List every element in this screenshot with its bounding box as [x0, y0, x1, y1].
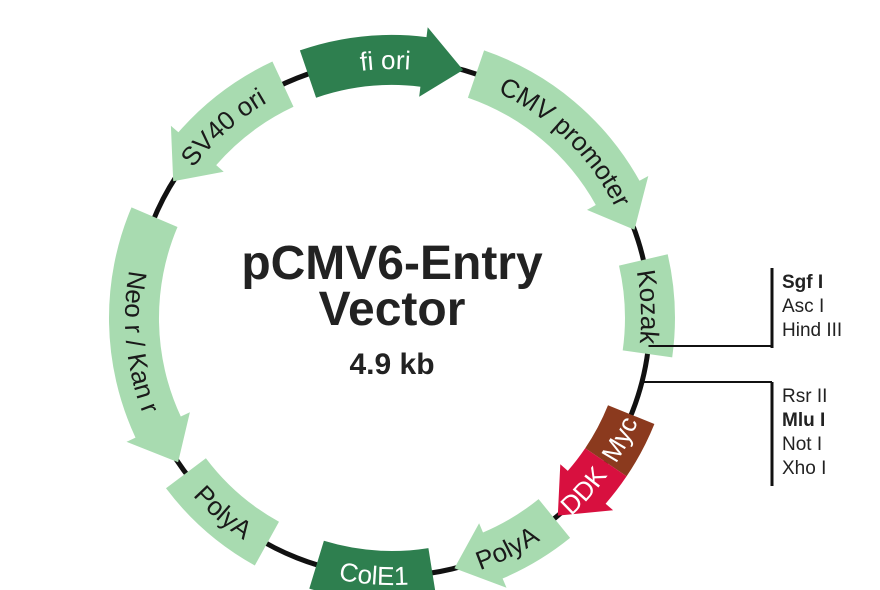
myc-shape [585, 405, 655, 477]
ddk-shape [557, 448, 627, 516]
cmv-promoter-label: CMV promoter [495, 71, 638, 212]
vector-name: pCMV6-Entry [241, 237, 543, 290]
site-hind-iii: Hind III [782, 320, 842, 341]
sites-lower: Rsr II Mlu I Not I Xho I [641, 381, 827, 486]
vector-type: Vector [319, 283, 466, 336]
cmv-promoter-shape [467, 50, 649, 230]
site-xho-i: Xho I [782, 458, 826, 479]
cole1-label: ColE1 [337, 556, 409, 590]
kozak-shape [619, 254, 675, 358]
cmv-promoter-feature: CMV promoter [467, 50, 649, 230]
polya-left-shape [166, 458, 279, 566]
fi-ori-shape [299, 27, 464, 98]
site-asc-i: Asc I [782, 296, 824, 317]
sv40-ori-feature: SV40 ori [170, 61, 294, 182]
polya-right-shape [454, 499, 571, 588]
site-mlu-i: Mlu I [782, 410, 825, 431]
vector-size: 4.9 kb [349, 348, 434, 381]
ddk-feature: DDK [554, 448, 627, 520]
sv40-ori-shape [170, 61, 294, 182]
kozak-label: Kozak [631, 268, 665, 346]
sites-upper: Sgf I Asc I Hind III [648, 268, 842, 348]
myc-feature: Myc [585, 405, 655, 477]
neo-kan-feature: Neo r / Kan r [108, 207, 190, 463]
cole1-shape [309, 540, 436, 590]
site-not-i: Not I [782, 434, 822, 455]
kozak-feature: Kozak [619, 254, 675, 358]
site-sgf-i: Sgf I [782, 272, 823, 293]
neo-kan-shape [108, 207, 190, 463]
fi-ori-feature: fi ori [299, 27, 464, 98]
site-rsr-ii: Rsr II [782, 386, 827, 407]
cole1-feature: ColE1 [309, 540, 436, 590]
